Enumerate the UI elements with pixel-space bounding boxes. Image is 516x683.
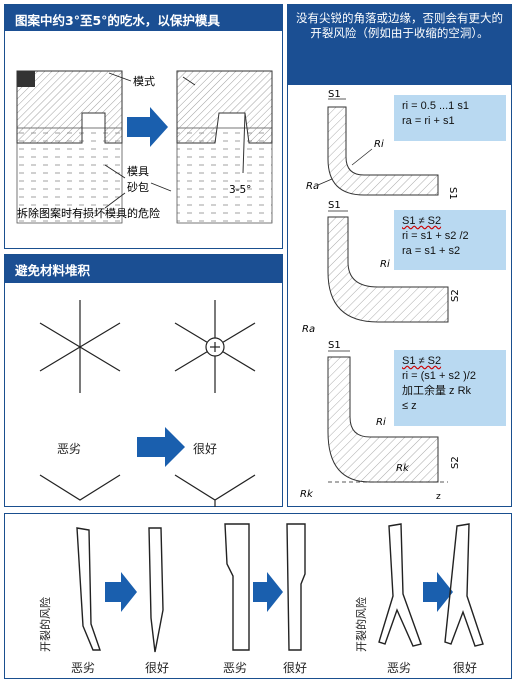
pattern-left [16,70,123,144]
accum-good-label: 很好 [193,442,217,456]
crack-good-2 [286,523,306,651]
v-bad [39,474,121,501]
mold-corner [17,71,35,87]
svg-text:S1: S1 [328,340,341,351]
draft-caption: 拆除图案时有损坏模具的危险 [17,206,160,220]
v-good [174,474,256,507]
crack-good-label-2: 很好 [283,661,307,675]
arrow-right-icon [105,572,137,612]
svg-text:Ri: Ri [376,417,386,428]
panel-corners-title: 没有尖锐的角落或边缘，否则会有更大的开裂风险（例如由于收缩的空洞）。 [288,5,511,85]
svg-text:S2: S2 [450,289,461,302]
svg-text:Ra: Ra [306,181,319,192]
crack-bad-2 [224,523,250,651]
accum-bad-label: 恶劣 [57,442,81,456]
corners-diagram: S1 Ri Ra S1 S1 Ri Ra S2 S1 Ri Rk Rk S2 z [300,89,461,502]
fig2-shape [327,216,449,323]
crack-bad-label-1: 恶劣 [71,661,95,675]
fig3-shape [327,356,439,483]
arrow-right-icon [423,572,453,612]
panel-accum: 避免材料堆积 恶劣 很好 [4,254,283,507]
arrow-right-icon [127,107,168,147]
svg-text:Rk: Rk [300,489,314,500]
arrow-right-icon [253,572,283,612]
panel-crack: 开裂的风险 恶劣 很好 恶劣 很好 开裂的风险 恶劣 很好 [4,513,512,679]
crack-risk-label-2: 开裂的风险 [354,597,368,652]
svg-text:Ri: Ri [374,139,384,150]
label-sand: 砂包 [127,181,149,194]
label-core: 模具 [127,165,149,178]
arrow-right-icon [137,427,185,467]
crack-bad-1 [76,527,101,651]
fig1-shape [327,106,439,196]
crack-diagram: 开裂的风险 恶劣 很好 恶劣 很好 开裂的风险 恶劣 很好 [38,523,484,675]
sand-right [176,127,273,224]
crack-bad-3 [378,523,422,647]
svg-text:S2: S2 [450,456,461,469]
svg-text:S1: S1 [328,200,341,211]
panel-draft: 图案中约3°至5°的吃水，以保护模具 模式 模具 砂包 3-5° 拆除图案时有损… [4,4,283,249]
accum-diagram: 恶劣 很好 [39,300,256,507]
crack-good-1 [148,527,164,653]
formula-3: S1 ≠ S2 ri = (s1 + s2 )/2 加工余量 z Rk ≤ z [394,350,506,426]
crack-bad-label-2: 恶劣 [223,661,247,675]
formula-1: ri = 0.5 ...1 s1 ra = ri + s1 [394,95,506,141]
crack-good-label-1: 很好 [145,661,169,675]
label-mold: 模式 [133,75,155,88]
star-bad [39,300,121,393]
panel-corners: 没有尖锐的角落或边缘，否则会有更大的开裂风险（例如由于收缩的空洞）。 S1 Ri… [287,4,512,507]
svg-text:S1: S1 [328,89,341,100]
panel-draft-title: 图案中约3°至5°的吃水，以保护模具 [5,5,282,31]
sand-left [16,127,123,224]
panel-accum-title: 避免材料堆积 [5,255,282,283]
star-good [174,300,256,393]
crack-bad-label-3: 恶劣 [387,661,411,675]
svg-text:Ri: Ri [380,259,390,270]
draft-diagram: 模式 模具 砂包 3-5° 拆除图案时有损坏模具的危险 [16,70,273,224]
formula-2: S1 ≠ S2 ri = s1 + s2 /2 ra = s1 + s2 [394,210,506,270]
crack-risk-label-1: 开裂的风险 [38,597,52,652]
svg-text:z: z [436,492,441,502]
crack-good-label-3: 很好 [453,661,477,675]
svg-text:Rk: Rk [396,463,410,474]
crack-good-3 [444,523,484,647]
svg-text:Ra: Ra [302,324,315,335]
svg-text:S1: S1 [447,187,458,200]
label-angle: 3-5° [229,184,251,196]
